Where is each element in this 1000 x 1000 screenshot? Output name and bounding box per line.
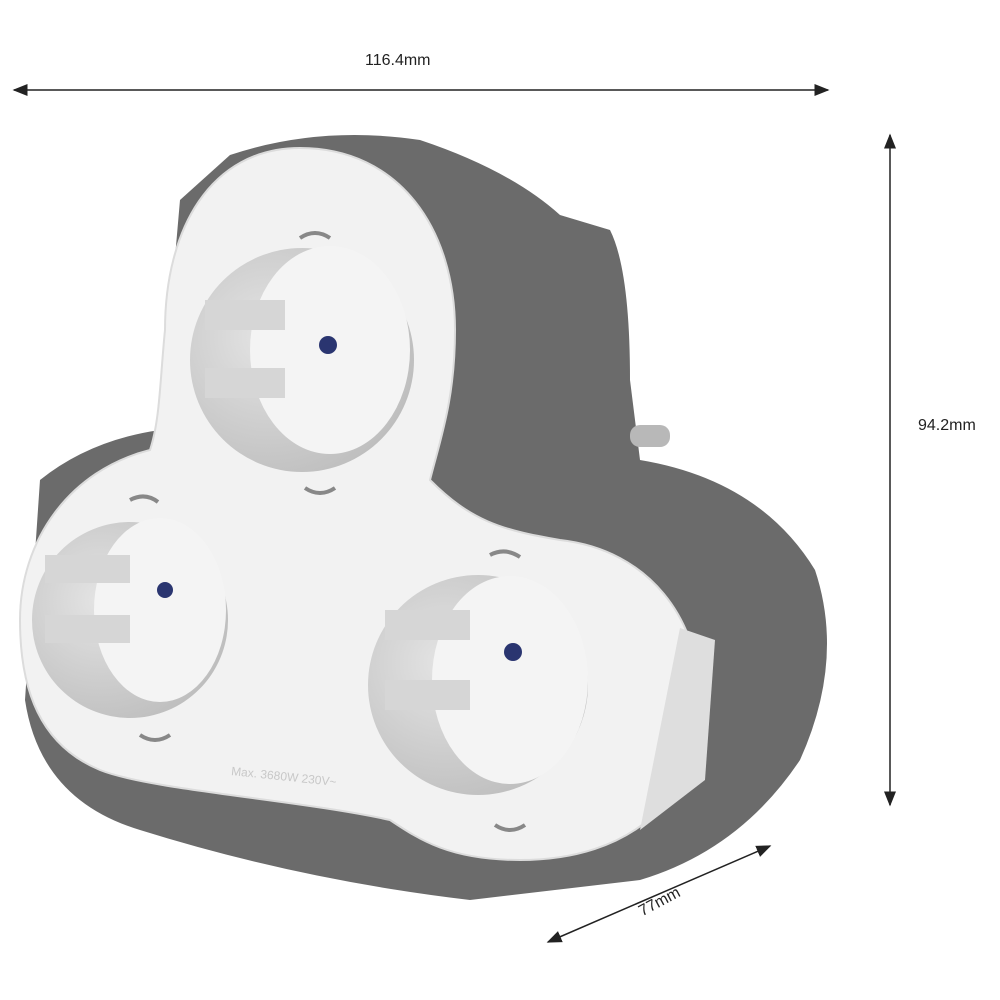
socket-hole-icon bbox=[504, 643, 522, 661]
height-label: 94.2mm bbox=[918, 417, 976, 434]
plug-pin bbox=[630, 425, 670, 447]
width-label: 116.4mm bbox=[365, 52, 431, 69]
socket-left bbox=[32, 494, 228, 742]
depth-dimension-line bbox=[546, 845, 772, 943]
right-socket-side bbox=[640, 628, 715, 830]
socket-right bbox=[368, 549, 588, 832]
socket-top bbox=[190, 231, 414, 495]
socket-hole-icon bbox=[157, 582, 173, 598]
socket-hole-icon bbox=[319, 336, 337, 354]
